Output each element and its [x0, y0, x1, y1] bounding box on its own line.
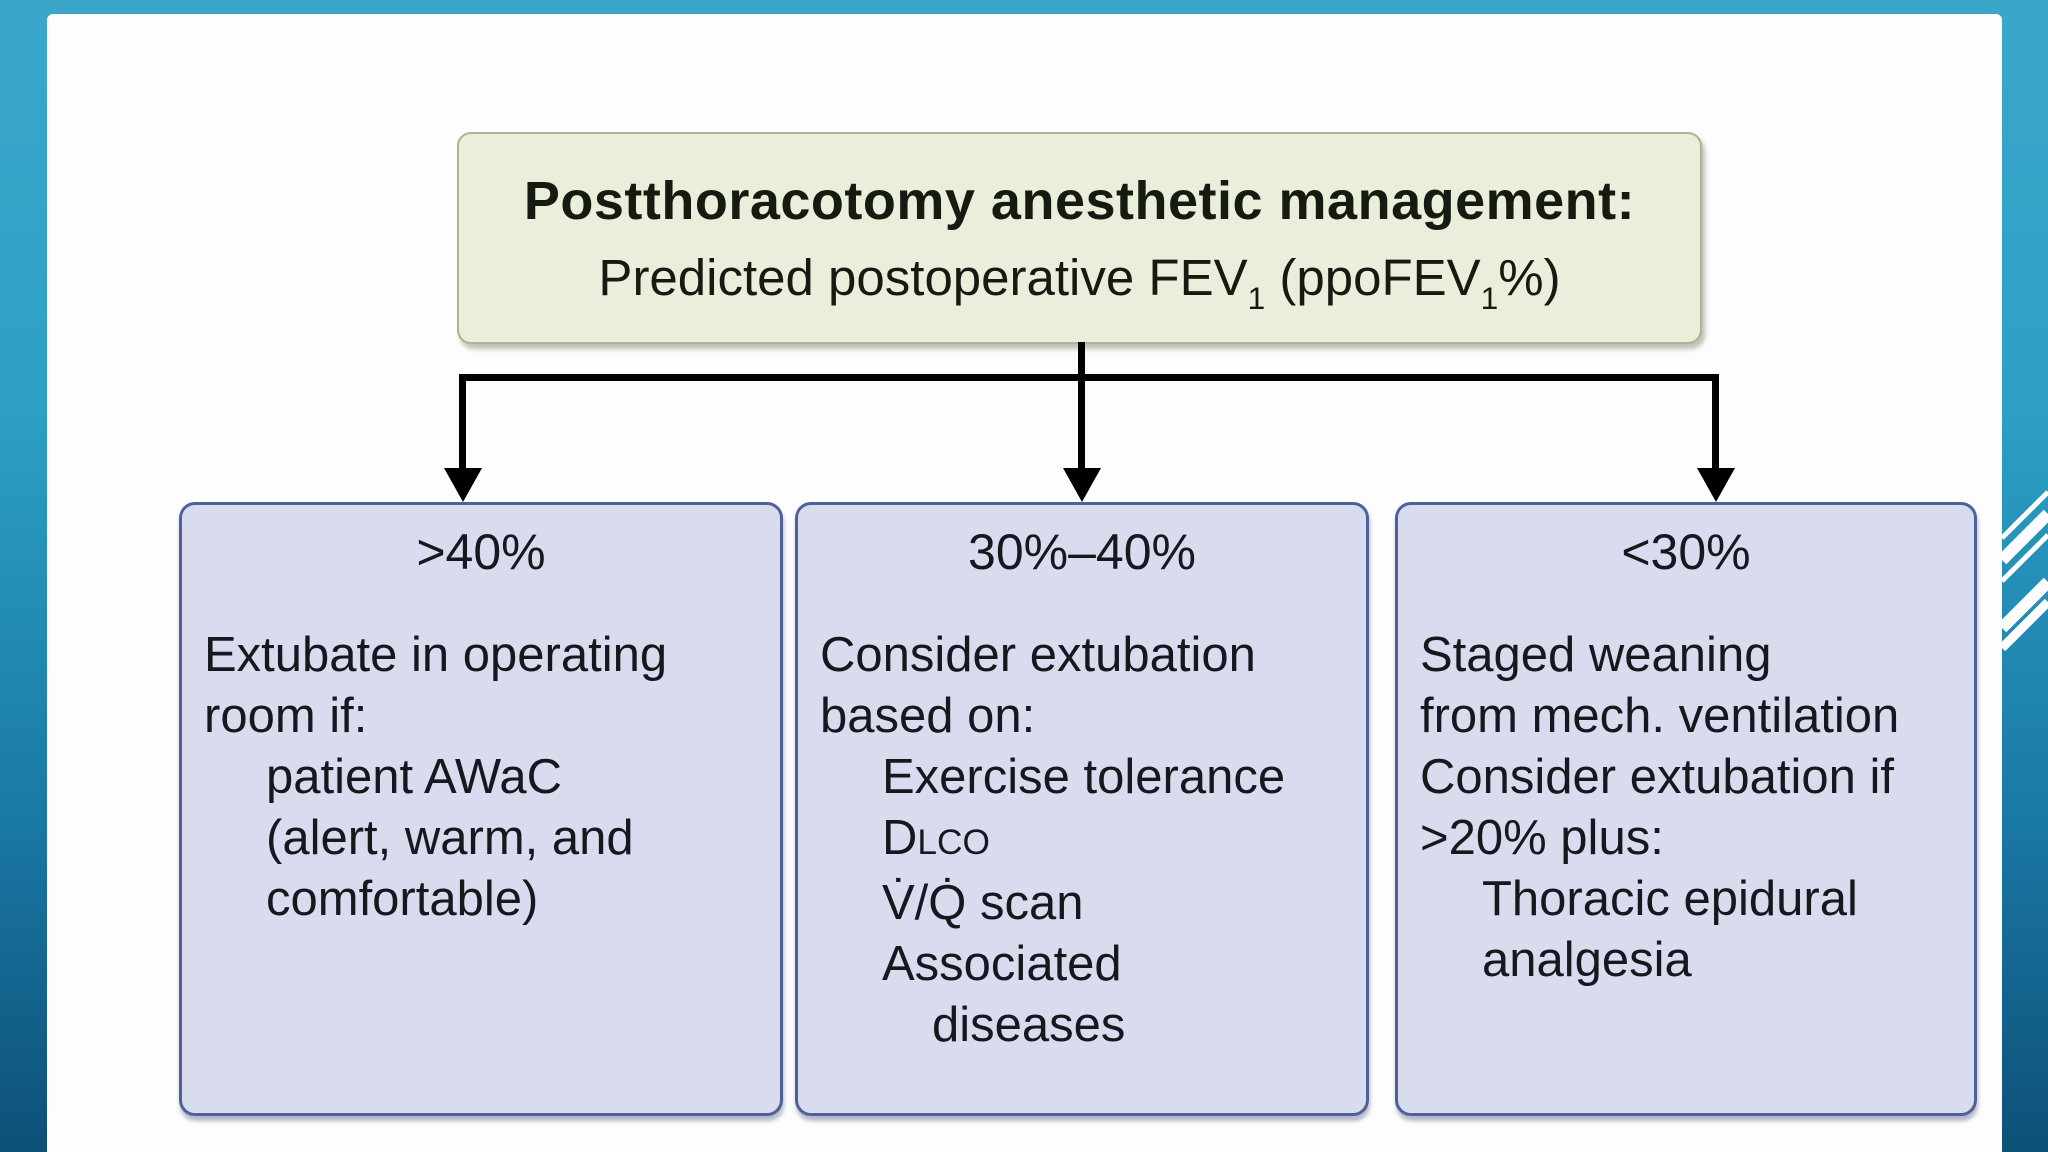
box-text-line: Consider extubation if	[1420, 750, 1894, 804]
branch-label: <30%	[1621, 524, 1751, 580]
branch-node-over-40pct: >40% Extubate in operating room if: patien…	[179, 502, 783, 1116]
box-text-line: patient AWaC	[266, 750, 562, 804]
subtitle-text: %)	[1498, 248, 1561, 306]
root-node-ppofev: Postthoracotomy anesthetic management: P…	[457, 132, 1702, 344]
connector-line-right	[1712, 374, 1719, 470]
branch-label: 30%–40%	[968, 524, 1196, 580]
box-text-line: from mech. ventilation	[1420, 689, 1900, 743]
box-text-line: analgesia	[1482, 933, 1692, 987]
connector-line-center	[1078, 342, 1085, 470]
branch-node-under-30pct: <30% Staged weaning from mech. ventilatio…	[1395, 502, 1977, 1116]
box-text-line: V̇/Q̇ scan	[882, 876, 1084, 930]
box-text-line: diseases	[932, 998, 1126, 1052]
box-text-line: comfortable)	[266, 872, 539, 926]
smallcaps-text: LCO	[917, 823, 990, 862]
connector-line-horizontal	[459, 374, 1719, 381]
subtitle-text: Predicted postoperative FEV	[598, 248, 1248, 306]
page-title: Postthoracotomy anesthetic management:	[523, 170, 1636, 231]
down-arrow-icon	[1063, 468, 1101, 502]
box-text-line: Thoracic epidural	[1482, 872, 1858, 926]
branch-body: Extubate in operating room if: patient AWa…	[182, 625, 780, 930]
branch-label: >40%	[416, 524, 546, 580]
box-text-line: Associated	[882, 937, 1122, 991]
subscript-1: 1	[1480, 280, 1499, 317]
down-arrow-icon	[444, 468, 482, 502]
content-panel: Postthoracotomy anesthetic management: P…	[47, 14, 2002, 1152]
box-text-line: based on:	[820, 689, 1036, 743]
box-text-line: room if:	[204, 689, 368, 743]
box-text-line: Staged weaning	[1420, 628, 1772, 682]
down-arrow-icon	[1697, 468, 1735, 502]
subtitle-text: (ppoFEV	[1265, 248, 1481, 306]
subscript-1: 1	[1247, 280, 1266, 317]
box-text-line: Consider extubation	[820, 628, 1256, 682]
page-subtitle: Predicted postoperative FEV1 (ppoFEV1%)	[598, 248, 1561, 315]
branch-body: Consider extubation based on: Exercise tol…	[798, 625, 1366, 1056]
connector-line-left	[459, 374, 466, 470]
box-text-line: DLCO	[882, 811, 990, 865]
box-text-line: >20% plus:	[1420, 811, 1664, 865]
box-text-line: Extubate in operating	[204, 628, 668, 682]
diagonal-stripes-decoration	[2002, 490, 2048, 652]
branch-node-30-to-40pct: 30%–40% Consider extubation based on: Exer…	[795, 502, 1369, 1116]
box-text-line: Exercise tolerance	[882, 750, 1286, 804]
box-text-line: (alert, warm, and	[266, 811, 634, 865]
